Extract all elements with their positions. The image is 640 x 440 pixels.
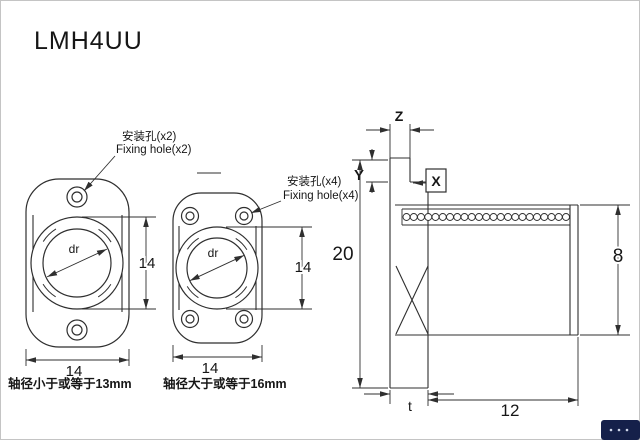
x-label-box [425,168,447,193]
hole-label-cn: 安装孔(x4) [287,174,341,188]
dim-z-label: Z [395,108,404,124]
dim-y-label: Y [354,167,364,184]
dim-flange-height-label: 20 [332,244,353,265]
bore-diameter-arrow [189,254,245,282]
bore-diameter-arrow [46,248,108,278]
extension-lines [226,226,312,310]
bore-diameter-label: dr [69,242,80,256]
extension-lines [580,204,630,336]
ball-track-lines [401,208,570,226]
section-hatch [395,265,429,335]
hole-leader-line [83,155,116,192]
brand-badge-icon [601,420,640,440]
note-small-shaft: 轴径小于或等于13mm [8,376,132,391]
part-number-title: LMH4UU [34,27,143,55]
side-section-view: Z Y X 20 8 t 12 [332,108,630,420]
dim-x-label: X [431,173,441,189]
bore-diameter-label: dr [208,246,219,260]
note-large-shaft: 轴径大于或等于16mm [163,376,287,391]
hole-label-en: Fixing hole(x4) [283,190,359,202]
dim-body-length-label: 12 [501,401,520,420]
ball-bearing-row [402,213,570,221]
hole-leader-line [250,200,282,214]
hole-label-en: Fixing hole(x2) [116,144,192,156]
dim-circle-height-label: 14 [139,255,156,272]
front-view-four-hole: dr 安装孔(x4) Fixing hole(x4) 14 14 [172,172,359,377]
dim-flange-width-label: 14 [66,363,83,380]
fixing-holes [180,206,254,329]
hole-label-cn: 安装孔(x2) [122,129,176,143]
dim-flange-thickness-label: t [408,398,412,414]
front-view-two-hole: dr 安装孔(x2) Fixing hole(x2) 14 14 [25,129,192,380]
fixing-holes [66,186,88,341]
dim-body-od-label: 8 [613,246,624,267]
dim-flange-width-label: 14 [202,360,219,377]
body-outline [395,204,579,336]
dim-circle-height-label: 14 [295,259,312,276]
